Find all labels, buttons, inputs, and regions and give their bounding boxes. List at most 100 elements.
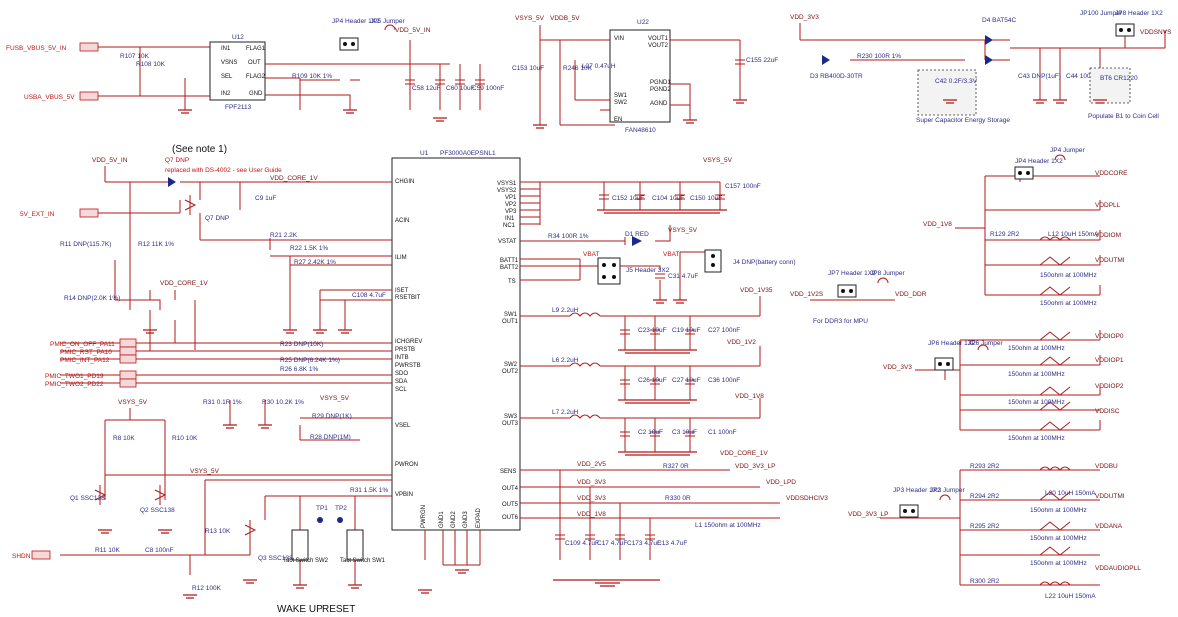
input-left-block: (See note 1) Q7 DNP replaced with DS-400…	[12, 144, 392, 599]
svg-text:TP1: TP1	[316, 505, 328, 512]
svg-text:FLAG1: FLAG1	[246, 46, 266, 52]
coin-cell-box	[1089, 67, 1131, 104]
svg-text:C108 4.7uF: C108 4.7uF	[352, 292, 386, 299]
svg-text:D3 RB400D-30TR: D3 RB400D-30TR	[810, 73, 863, 80]
svg-text:BATT1: BATT1	[500, 258, 519, 264]
jp3-header[interactable]	[899, 504, 919, 518]
svg-text:VDDSNVS: VDDSNVS	[1140, 29, 1172, 36]
svg-text:SDO: SDO	[395, 371, 408, 377]
svg-text:VBAT: VBAT	[583, 251, 600, 258]
svg-text:R327 0R: R327 0R	[663, 463, 689, 470]
svg-text:VP1: VP1	[505, 195, 517, 201]
svg-text:VSEL: VSEL	[395, 423, 411, 429]
svg-text:VDDSDHCIV3: VDDSDHCIV3	[786, 495, 828, 502]
svg-text:RESET: RESET	[322, 604, 355, 615]
svg-text:VDDUTMI: VDDUTMI	[1095, 257, 1125, 264]
svg-text:150ohm at 100MHz: 150ohm at 100MHz	[1030, 560, 1087, 567]
svg-text:R295 2R2: R295 2R2	[970, 523, 1000, 530]
svg-text:PMIC_ON_OFF_PA11: PMIC_ON_OFF_PA11	[50, 341, 115, 348]
reset-switch[interactable]	[346, 529, 364, 561]
svg-text:EN: EN	[614, 117, 622, 123]
svg-text:VSYS_5V: VSYS_5V	[515, 15, 545, 22]
usba-vbus-label: USBA_VBUS_5V	[24, 94, 75, 101]
svg-text:JP4 Header 1X2: JP4 Header 1X2	[332, 18, 380, 25]
svg-text:150ohm at 100MHz: 150ohm at 100MHz	[1040, 300, 1097, 307]
svg-text:VDD_1V2: VDD_1V2	[727, 339, 756, 346]
svg-text:R230 100R 1%: R230 100R 1%	[857, 53, 901, 60]
svg-text:SW2: SW2	[504, 362, 518, 368]
svg-text:150ohm at 100MHz: 150ohm at 100MHz	[1008, 345, 1065, 352]
svg-text:EXPAD: EXPAD	[476, 507, 482, 528]
tp2-icon	[337, 517, 343, 523]
svg-text:C59 100nF: C59 100nF	[472, 85, 504, 92]
svg-text:C42 0.2F/3.3V: C42 0.2F/3.3V	[935, 78, 978, 85]
svg-text:R108 10K: R108 10K	[136, 61, 166, 68]
svg-text:C27 10uF: C27 10uF	[672, 377, 701, 384]
diode-d4b-icon	[985, 55, 993, 65]
svg-text:VP2: VP2	[505, 202, 517, 208]
svg-text:VDD_3V3: VDD_3V3	[790, 14, 819, 21]
tp1-icon	[317, 517, 323, 523]
wakeup-switch[interactable]	[291, 529, 309, 561]
svg-text:R26 6.8K 1%: R26 6.8K 1%	[280, 366, 319, 373]
svg-text:OUT3: OUT3	[502, 421, 519, 427]
jp6-header[interactable]	[934, 357, 954, 371]
svg-text:(See note 1): (See note 1)	[172, 144, 227, 155]
svg-text:TP2: TP2	[335, 505, 347, 512]
svg-text:VDDCORE: VDDCORE	[1095, 170, 1128, 177]
svg-text:FLAG2: FLAG2	[246, 74, 266, 80]
svg-text:VDD_3V3: VDD_3V3	[577, 495, 606, 502]
svg-text:PWRSTB: PWRSTB	[395, 363, 421, 369]
jp8-header[interactable]	[1115, 23, 1135, 37]
svg-text:VOUT2: VOUT2	[648, 43, 669, 49]
u12-jumper-header[interactable]	[339, 37, 359, 51]
rail-distribution-block: VDD_1V8 JP4 Header 1X2 JP4 Jumper L12 10…	[790, 147, 1141, 600]
status-led-icon	[632, 236, 642, 246]
svg-text:5V_EXT_IN: 5V_EXT_IN	[20, 211, 55, 218]
svg-text:C27 100nF: C27 100nF	[708, 327, 740, 334]
svg-text:WAKE UP: WAKE UP	[277, 604, 323, 615]
u12-block: FUSB_VBUS_5V_IN USBA_VBUS_5V IN1 VSNS SE…	[6, 18, 504, 122]
svg-text:ISET: ISET	[395, 288, 409, 294]
battery-connector[interactable]	[704, 249, 722, 273]
svg-text:SW1: SW1	[614, 93, 628, 99]
svg-text:SENS: SENS	[500, 469, 516, 475]
svg-text:C157 100nF: C157 100nF	[725, 183, 761, 190]
svg-text:OUT4: OUT4	[502, 486, 519, 492]
svg-text:JP7 Header 1X2: JP7 Header 1X2	[828, 270, 876, 277]
svg-text:For DDR3 for MPU: For DDR3 for MPU	[813, 318, 868, 325]
svg-text:VDD_1V2S: VDD_1V2S	[790, 291, 824, 298]
svg-text:VSTAT: VSTAT	[498, 239, 517, 245]
svg-text:VOUT1: VOUT1	[648, 36, 669, 42]
j5-header[interactable]	[597, 257, 621, 285]
svg-text:R25 DNP(6.24K 1%): R25 DNP(6.24K 1%)	[280, 357, 340, 364]
svg-text:PRSTB: PRSTB	[395, 347, 415, 353]
svg-text:C13 4.7uF: C13 4.7uF	[657, 540, 687, 547]
svg-text:JP8 Header 1X2: JP8 Header 1X2	[1115, 10, 1163, 17]
svg-text:GND: GND	[249, 91, 263, 97]
svg-text:SHDN: SHDN	[12, 553, 31, 560]
svg-text:150ohm at 100MHz: 150ohm at 100MHz	[1030, 535, 1087, 542]
svg-text:L1 150ohm at 100MHz: L1 150ohm at 100MHz	[695, 522, 761, 529]
svg-text:C19 10uF: C19 10uF	[672, 327, 701, 334]
svg-text:VDD_5V_IN: VDD_5V_IN	[92, 157, 128, 164]
svg-text:D1 RED: D1 RED	[625, 231, 649, 238]
svg-text:JP8 Jumper: JP8 Jumper	[870, 270, 906, 277]
svg-text:J4 DNP(battery conn): J4 DNP(battery conn)	[733, 259, 796, 266]
diode-d3-icon	[822, 55, 830, 65]
svg-text:150ohm at 100MHz: 150ohm at 100MHz	[1008, 435, 1065, 442]
svg-text:PMIC_INT_PA12: PMIC_INT_PA12	[60, 357, 110, 364]
svg-text:C2 10uF: C2 10uF	[638, 429, 663, 436]
svg-text:VSYS_5V: VSYS_5V	[118, 399, 148, 406]
svg-text:C17 4.7uF: C17 4.7uF	[597, 540, 627, 547]
svg-text:VDD_2V5: VDD_2V5	[577, 461, 606, 468]
svg-text:R22 1.5K 1%: R22 1.5K 1%	[290, 245, 329, 252]
svg-text:VDD_CORE_1V: VDD_CORE_1V	[270, 175, 318, 182]
svg-text:JP3 Header 1X2: JP3 Header 1X2	[893, 487, 941, 494]
svg-text:JP6 Header 1X2: JP6 Header 1X2	[928, 340, 976, 347]
svg-text:VDDANA: VDDANA	[1095, 523, 1123, 530]
svg-text:R11 DNP(115.7K): R11 DNP(115.7K)	[60, 241, 111, 248]
jp4-header[interactable]	[1014, 166, 1034, 180]
jp7-header[interactable]	[837, 284, 857, 298]
svg-text:R21 2.2K: R21 2.2K	[270, 232, 298, 239]
